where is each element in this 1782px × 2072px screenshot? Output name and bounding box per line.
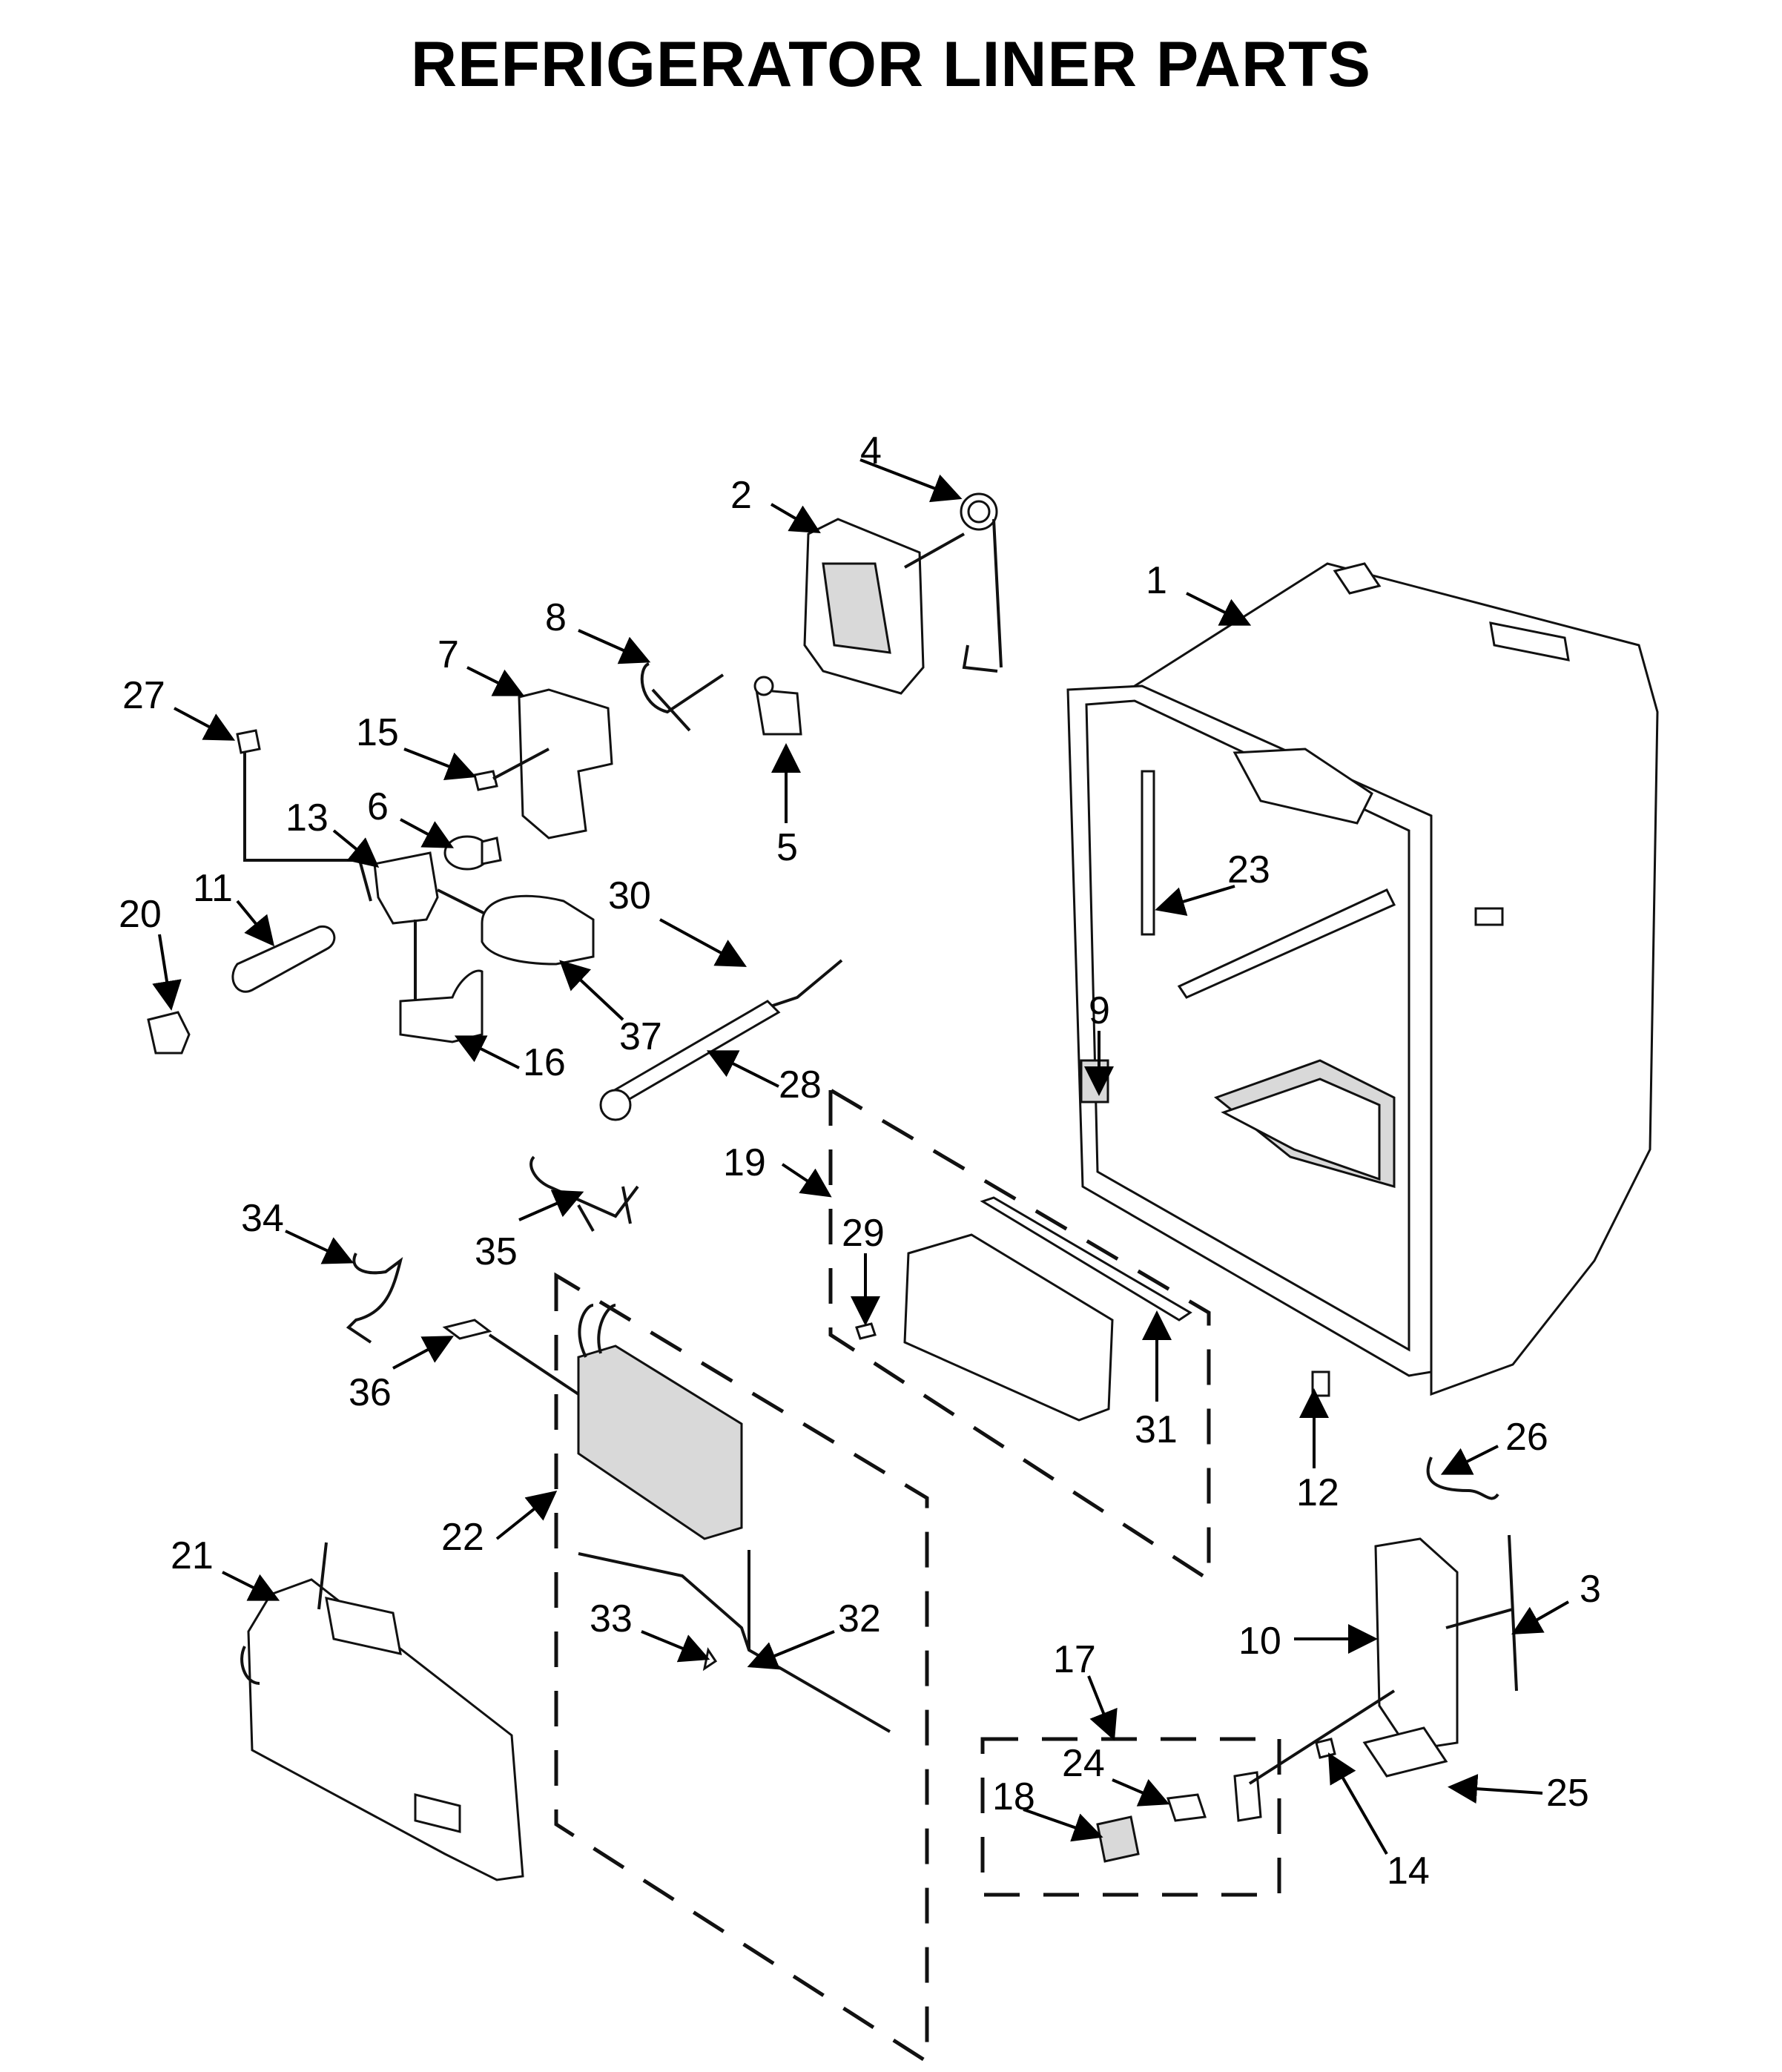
harness-part[interactable] [640,662,725,732]
callout-15: 15 [356,711,399,754]
socket-part[interactable] [443,835,502,871]
callout-24: 24 [1062,1742,1105,1785]
trim-25-part[interactable] [1362,1726,1448,1778]
callout-4: 4 [860,429,882,472]
pad-part[interactable] [442,1319,492,1340]
callout-10: 10 [1238,1620,1281,1663]
callout-27: 27 [122,674,165,717]
callout-26: 26 [1505,1416,1548,1459]
housing-part[interactable] [518,688,613,839]
kit-17-outline [980,1737,1281,1897]
callout-18: 18 [992,1775,1035,1818]
callout-22: 22 [441,1516,484,1559]
heater-rod-part[interactable] [599,959,843,1121]
screw-part[interactable] [473,748,550,791]
callout-labels: 1 2 3 4 5 6 7 8 9 10 11 12 13 14 15 16 1… [119,429,1601,1893]
callout-2: 2 [730,474,752,517]
harness-34-part[interactable] [346,1253,403,1344]
callout-8: 8 [545,596,567,639]
callout-13: 13 [286,796,329,839]
callout-19: 19 [723,1141,766,1184]
cap-part[interactable] [147,1011,191,1055]
page-title: REFRIGERATOR LINER PARTS [411,29,1371,100]
callout-30: 30 [608,874,651,917]
leader-lines [152,458,1569,1855]
rail-part[interactable] [1508,1534,1518,1692]
duct-part[interactable] [903,1196,1192,1422]
clip-29-part[interactable] [855,1322,877,1340]
callout-35: 35 [475,1230,518,1273]
callout-23: 23 [1227,848,1270,891]
callout-14: 14 [1387,1850,1430,1893]
defrost-heater-part[interactable] [578,1550,891,1733]
wire-26-part[interactable] [1426,1456,1499,1500]
valve-part[interactable] [753,676,802,736]
callout-3: 3 [1580,1568,1601,1611]
callout-21: 21 [171,1534,214,1577]
callout-6: 6 [367,785,389,828]
harness-35-part[interactable] [529,1155,639,1232]
callout-25: 25 [1546,1772,1589,1815]
callout-12: 12 [1296,1471,1339,1514]
coil-part[interactable] [960,492,1003,673]
bracket-part[interactable] [373,851,505,1009]
cylinder-part[interactable] [231,925,336,993]
callout-32: 32 [838,1597,881,1640]
callout-20: 20 [119,893,162,936]
panel-10-part[interactable] [1374,1537,1514,1752]
callout-9: 9 [1089,989,1110,1032]
callout-1: 1 [1146,559,1167,602]
control-housing-part[interactable] [803,518,965,695]
door-panel-part[interactable] [240,1542,524,1881]
bracket-16-part[interactable] [399,969,484,1043]
callout-5: 5 [776,826,798,869]
screw-27-part[interactable] [236,729,372,902]
callout-33: 33 [590,1597,633,1640]
callout-29: 29 [842,1212,885,1255]
liner-part[interactable] [1066,562,1659,1396]
callout-36: 36 [349,1371,392,1414]
callout-17: 17 [1053,1638,1096,1681]
callout-28: 28 [779,1063,822,1106]
kit-17-parts[interactable] [1096,1689,1396,1863]
screw-14-part[interactable] [1315,1738,1336,1759]
callout-7: 7 [438,633,459,676]
callout-31: 31 [1135,1408,1178,1451]
callout-16: 16 [523,1041,566,1084]
callout-37: 37 [619,1015,662,1058]
clip-12-part[interactable] [1311,1370,1330,1397]
evaporator-part[interactable] [488,1272,929,2065]
callout-11: 11 [193,867,233,910]
callout-34: 34 [241,1197,284,1240]
lens-part[interactable] [481,894,595,966]
